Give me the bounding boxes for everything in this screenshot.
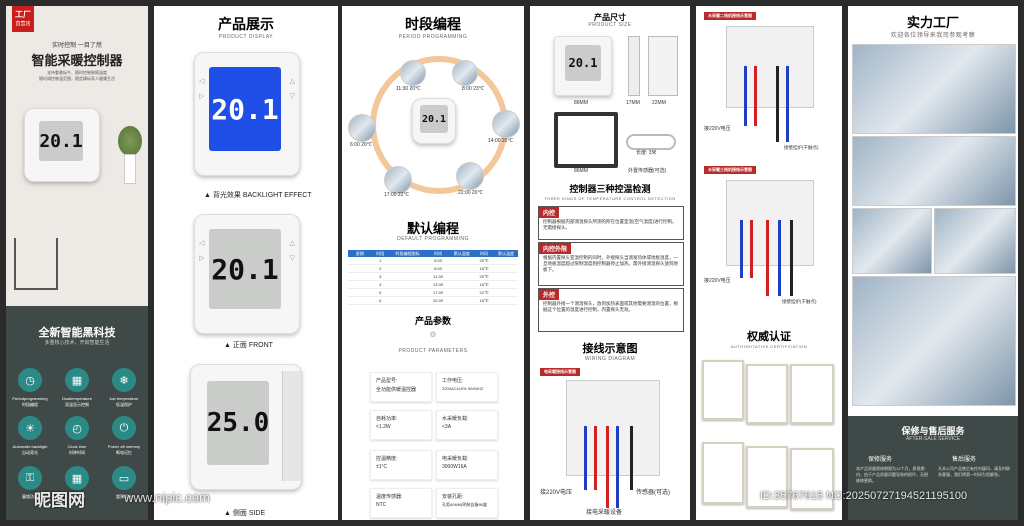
intro-title: 智能采暖控制器	[31, 53, 123, 68]
service-section: 保修与售后服务 AFTER-SALE SERVICE 保修服务 售后服务 本产品…	[848, 416, 1018, 520]
scene-photo-1	[400, 60, 426, 86]
caption-backlight: ▲ 背光效果 BACKLIGHT EFFECT	[204, 192, 312, 199]
factory-photo-5	[852, 276, 1016, 406]
certificate	[790, 364, 834, 424]
panel-wiring-cert: 水采暖二线机接线示意图 接220V电压 接壁挂炉(干触点) 水采暖三线机接线示意…	[696, 6, 842, 520]
wiring-board-two	[726, 26, 814, 108]
lcd-display-side: 25.0	[207, 381, 269, 465]
wiring-board	[566, 380, 660, 476]
feature-grid-icon: ▦	[65, 466, 89, 490]
service-title: 保修与售后服务	[901, 426, 965, 436]
mode-internal-external: 内控外限 根据内置探头室温控制的同时，外接探头当测发热体或地板温度，一旦地板温度…	[538, 242, 684, 286]
thermostat-front: 20.1 ◁▷ △▽	[194, 214, 300, 334]
param-card: 电采暖负载:3000W16A	[436, 450, 498, 480]
shop-badge: 工厂 直营店	[12, 6, 34, 32]
factory-photo-2	[852, 136, 1016, 206]
param-card: 温度传感器:NTC	[370, 488, 432, 518]
thermostat-hero: 20.1	[24, 108, 100, 182]
watermark-id: ID:35767615 NO:20250727194521195100	[760, 490, 968, 502]
button-icons: ◁▷	[199, 78, 205, 100]
factory-photo-1	[852, 44, 1016, 134]
black-tech-title: 全新智能黑科技	[38, 327, 116, 339]
panel-programming: 时段编程 PERIOD PROGRAMMING 20.1 11:30 20℃ 8…	[342, 6, 524, 520]
detection-title: 控制器三种控温检测	[569, 184, 651, 194]
thermostat-dim-back	[648, 36, 678, 96]
size-title: 产品尺寸	[594, 13, 626, 22]
caption-side: ▲ 侧面 SIDE	[224, 510, 266, 517]
factory-photo-3	[852, 208, 932, 274]
lcd-display-front: 20.1	[209, 229, 281, 309]
cert-title: 权威认证	[747, 331, 791, 343]
panel-size-wiring: 产品尺寸 PRODUCT SIZE 20.1 86MM 17MM 22MM 86…	[530, 6, 690, 520]
feature-snowflake-icon: ❄	[112, 368, 136, 392]
probe-cable	[626, 134, 676, 150]
scene-photo-6	[456, 162, 484, 190]
lcd-display: 20.1	[39, 121, 83, 161]
watermark-url: www.nipic.com	[124, 490, 210, 505]
param-card: 自耗功率:<1.2W	[370, 410, 432, 440]
display-title: 产品展示	[218, 16, 274, 32]
wiring-title: 接线示意图	[582, 343, 638, 355]
scene-photo-4	[492, 110, 520, 138]
wiring-tag: 电采暖接线示意图	[540, 368, 580, 376]
scene-photo-2	[452, 60, 478, 86]
slogan: 实时控制 一目了然	[52, 43, 102, 49]
param-card: 控温精度:±1°C	[370, 450, 432, 480]
factory-photo-4	[934, 208, 1016, 274]
thermostat-center: 20.1	[412, 98, 456, 144]
feature-power-icon: ⏻	[112, 416, 136, 440]
thermostat-side: 25.0	[190, 364, 302, 490]
default-programming-title: 默认编程	[406, 221, 459, 236]
feature-lock-icon: ⚿	[18, 466, 42, 490]
certificate	[702, 442, 744, 504]
scene-photo-5	[384, 166, 412, 194]
chair-decor	[14, 238, 58, 290]
scene-photo-3	[348, 114, 376, 142]
feature-bulb-icon: ☀	[18, 416, 42, 440]
param-card: 安装孔距:孔距60MM(明装自备86盒	[436, 488, 498, 518]
feature-clock-time-icon: ◴	[65, 416, 89, 440]
certificate	[746, 364, 788, 424]
plant-decor	[118, 126, 142, 156]
feature-bars-icon: ▦	[65, 368, 89, 392]
param-card: 工作电压:220VAC±10% 50/60HZ	[436, 372, 498, 402]
panel-factory: 实力工厂 欢迎各位领导来我司参观考察 保修与售后服务 AFTER-SALE SE…	[848, 6, 1018, 520]
wiring-three-wire-tag: 水采暖三线机接线示意图	[704, 166, 756, 174]
thermostat-backlight: 20.1 ◁▷ △▽	[194, 52, 300, 176]
panel-display: 产品展示 PRODUCT DISPLAY 20.1 ◁▷ △▽ ▲ 背光效果 B…	[154, 6, 338, 520]
params-title: 产品参数	[414, 316, 451, 326]
certificate	[702, 360, 744, 420]
feature-panel-icon: ▭	[112, 466, 136, 490]
watermark-logo: 昵图网	[34, 491, 85, 510]
params-gear-icon: ⚙	[429, 330, 437, 339]
certificate	[746, 446, 788, 508]
factory-title: 实力工厂	[906, 15, 959, 30]
certificate	[790, 448, 834, 510]
panel-intro: 工厂 直营店 实时控制 一目了然 智能采暖控制器 支持看着标牛、随时控制制随温度…	[6, 6, 148, 520]
thermostat-dim-front: 20.1	[554, 36, 612, 96]
lcd-display-blue: 20.1	[209, 67, 281, 151]
dark-section: 全新智能黑科技 多重核心技术，开启智能生活 ◷ Periodprogrammin…	[6, 306, 148, 520]
programming-title: 时段编程	[405, 16, 461, 32]
wiring-two-wire-tag: 水采暖二线机接线示意图	[704, 12, 756, 20]
param-card: 产品型号:全功能供暖温控器	[370, 372, 432, 402]
mode-internal: 内控 控制器根据内部测温探头所测的所在位置室温(空气温度)进行控制。无需接探头。	[538, 206, 684, 240]
param-card: 水采暖负载:<3A	[436, 410, 498, 440]
caption-front: ▲ 正面 FRONT	[224, 342, 273, 349]
table-header: 星期 时段 时段编程图标 时间 默认温度 时间 默认温度	[348, 250, 518, 257]
thermostat-dim-side	[628, 36, 640, 96]
mounting-plate	[554, 112, 618, 168]
feature-clock-icon: ◷	[18, 368, 42, 392]
vase-decor	[124, 154, 136, 184]
mode-external: 外控 控制器外接一个测温探头，放到加热表面或其他需要测温的位置，根据这个位置的温…	[538, 288, 684, 332]
